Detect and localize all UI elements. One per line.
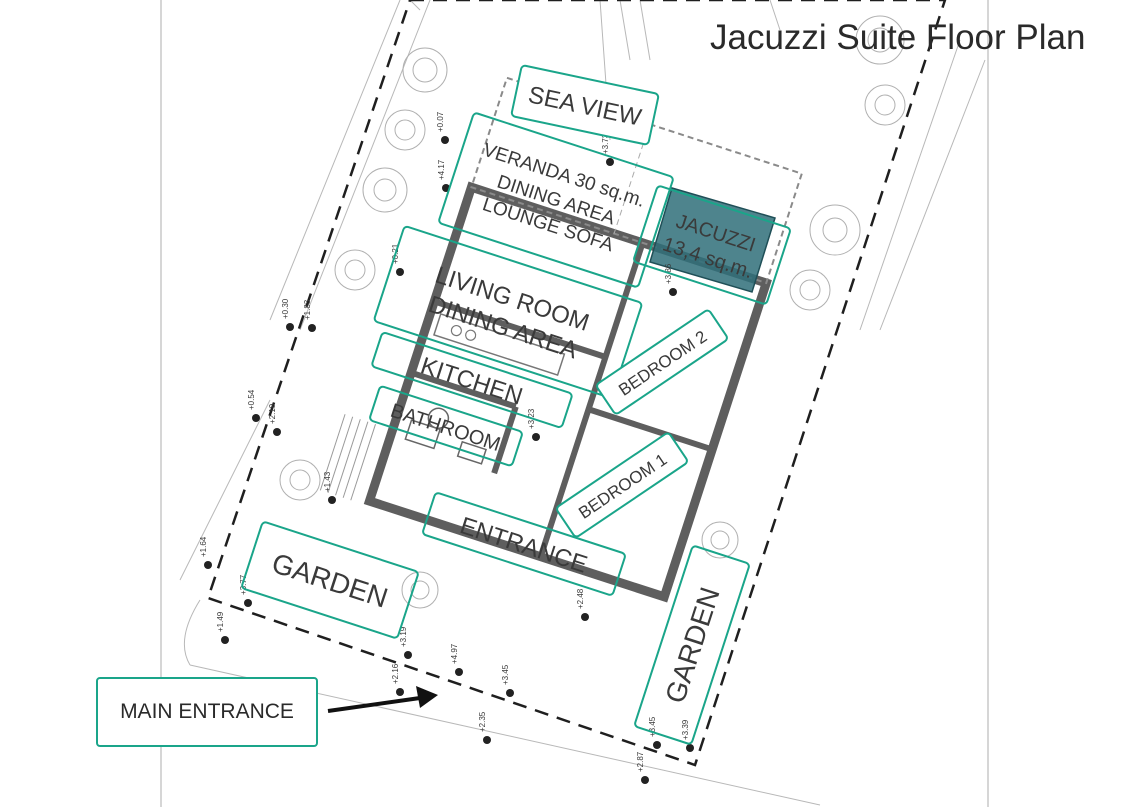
level-marker: +0.54 [247,389,260,422]
svg-text:+3.73: +3.73 [601,133,610,154]
level-marker: +2.19 [268,403,281,436]
level-marker: +2.35 [478,711,491,744]
level-marker: +2.48 [576,588,589,621]
svg-text:+0.07: +0.07 [436,111,445,132]
svg-text:+3.39: +3.39 [681,719,690,740]
garden-right-zone: GARDEN [634,545,750,745]
garden-right-label: GARDEN [659,583,726,707]
level-marker: +0.07 [436,111,449,144]
svg-text:+0.30: +0.30 [281,298,290,319]
svg-text:+2.35: +2.35 [478,711,487,732]
main-entrance-label: MAIN ENTRANCE [96,677,318,747]
svg-text:+3.77: +3.77 [239,574,248,595]
svg-text:+3.45: +3.45 [648,716,657,737]
svg-text:+2.16: +2.16 [391,663,400,684]
level-marker: +1.49 [216,611,229,644]
level-marker: +2.16 [391,663,404,696]
svg-text:+1.43: +1.43 [323,471,332,492]
level-marker: +3.19 [399,626,412,659]
svg-text:+2.48: +2.48 [576,588,585,609]
level-marker: +4.17 [437,159,450,192]
svg-text:+3.19: +3.19 [399,626,408,647]
level-marker: +0.30 [281,298,294,331]
svg-text:+2.87: +2.87 [636,751,645,772]
entrance-arrow [327,686,438,713]
level-marker: +4.97 [450,643,463,676]
page-title: Jacuzzi Suite Floor Plan [710,18,1086,57]
svg-text:+4.97: +4.97 [450,643,459,664]
svg-text:+1.49: +1.49 [216,611,225,632]
level-marker: +1.83 [303,299,316,332]
level-marker: +3.45 [501,664,514,697]
sea-view-zone: SEA VIEW [510,64,660,146]
level-marker: +3.77 [239,574,252,607]
svg-text:+4.17: +4.17 [437,159,446,180]
svg-text:+1.83: +1.83 [303,299,312,320]
bathroom-label: BATHROOM [388,400,503,456]
zone-labels: SEA VIEW VERANDA 30 sq.m. DINING AREA LO… [241,64,791,745]
level-marker: +1.64 [199,536,212,569]
svg-text:+2.19: +2.19 [268,403,277,424]
svg-text:+1.64: +1.64 [199,536,208,557]
garden-left-zone: GARDEN [241,521,419,639]
level-marker: +3.73 [601,133,614,166]
vegetation [279,15,906,609]
level-marker: +3.45 [648,716,661,749]
svg-text:+3.45: +3.45 [501,664,510,685]
plot-boundary [206,0,947,767]
level-marker: +3.39 [681,719,694,752]
level-marker: +2.87 [636,751,649,784]
level-marker: +3.23 [527,408,540,441]
level-markers: +0.07 +3.73 +4.17 +0.21 +0.30 +1.83 +0.5… [199,111,694,784]
svg-text:+0.54: +0.54 [247,389,256,410]
level-marker: +1.43 [323,471,336,504]
